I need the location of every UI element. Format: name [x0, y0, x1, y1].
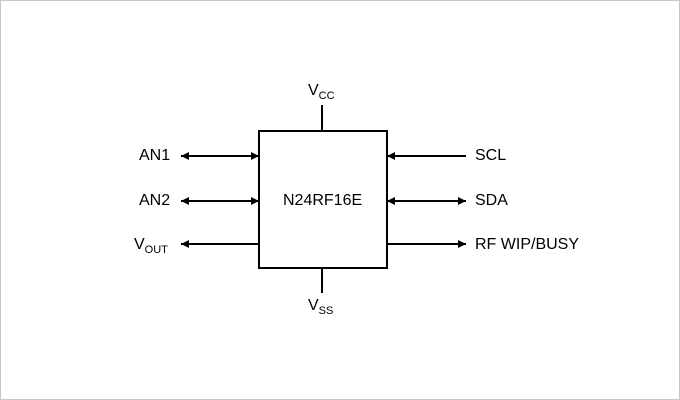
an1-label: AN1 — [139, 147, 171, 164]
vout-label: VOUT — [134, 236, 168, 256]
chip-body — [258, 130, 388, 269]
rf-wip-busy-label: RF WIP/BUSY — [475, 236, 580, 253]
vss-label: VSS — [308, 297, 334, 317]
chip-name: N24RF16E — [283, 192, 363, 209]
vcc-label: VCC — [308, 82, 335, 102]
scl-label: SCL — [475, 147, 507, 164]
sda-label: SDA — [475, 192, 508, 209]
an2-label: AN2 — [139, 192, 171, 209]
